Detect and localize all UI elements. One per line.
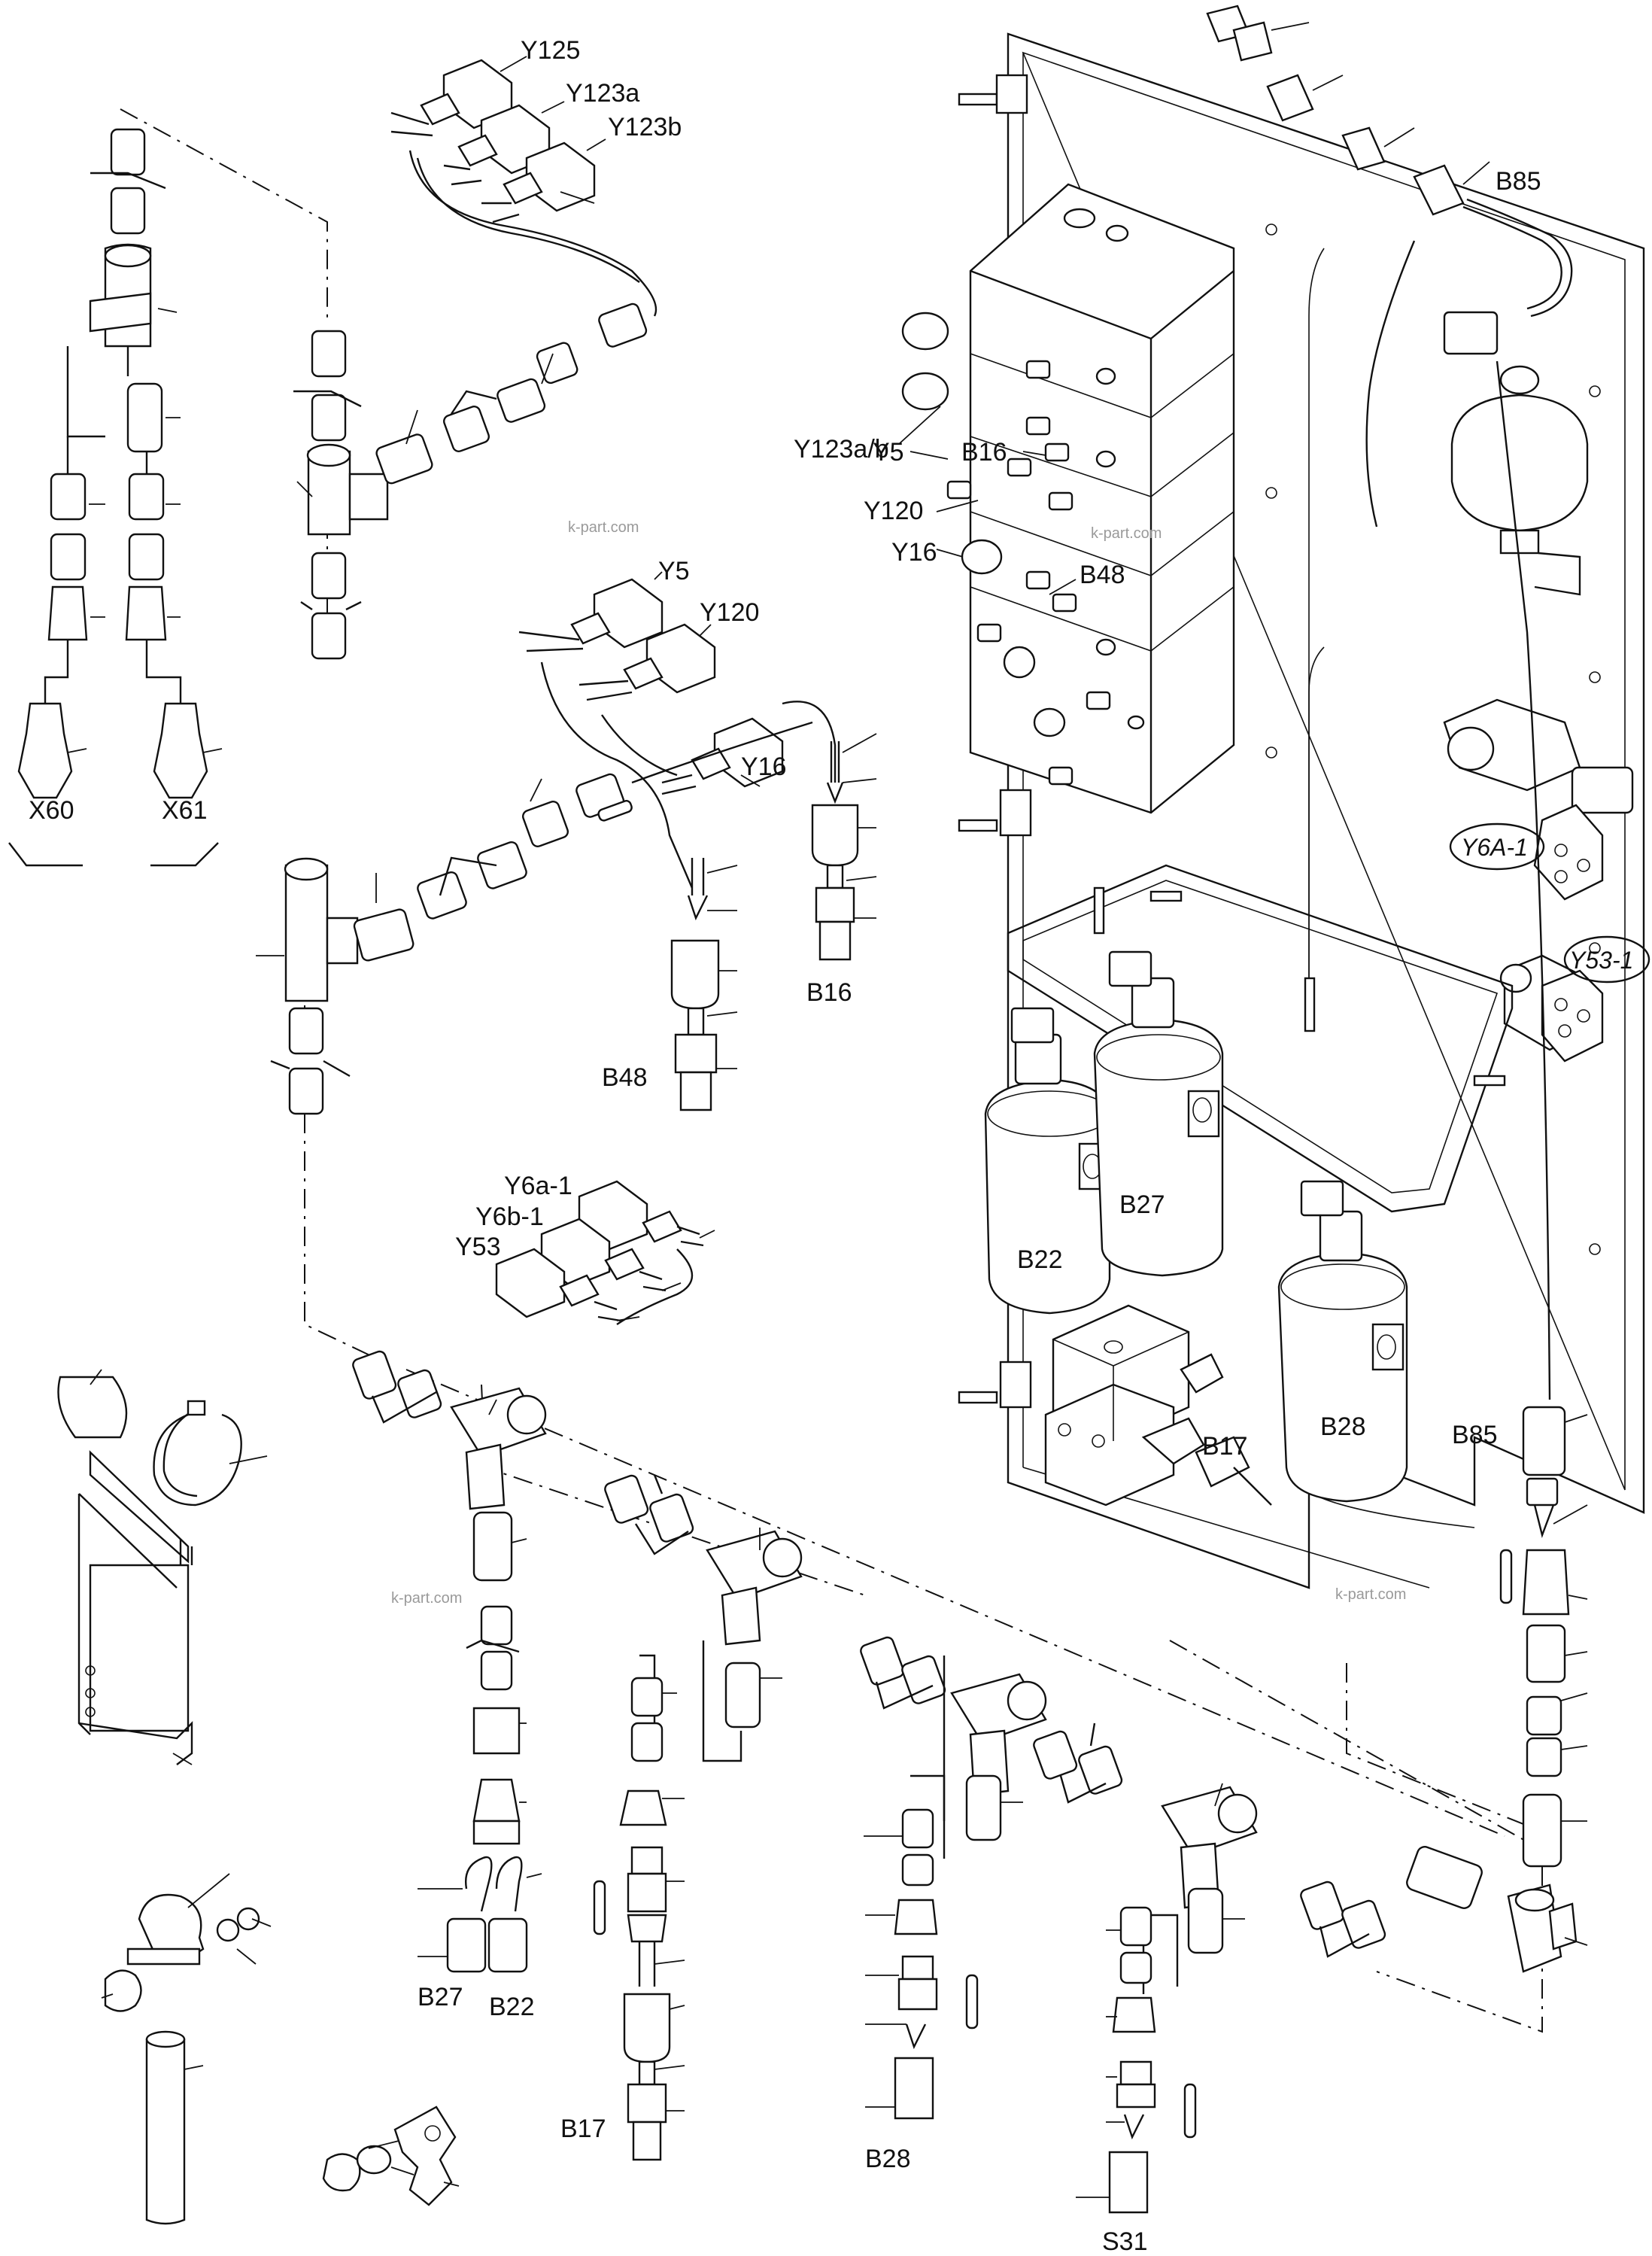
harness-curve [1365,240,1416,528]
b85-pressure-sensor: B85 [1206,5,1573,355]
label-x61: X61 [162,796,208,825]
s31-sensor-stack: S31 [1076,1887,1245,2256]
label-y5-conn: Y5 [658,557,690,585]
connector-cluster-lower: Y6a-1 Y6b-1 Y53 [455,1172,715,1325]
watermark: k-part.com [568,519,639,536]
b16-sensor: B16 [806,733,877,1007]
label-b17-block: B17 [1202,1432,1248,1461]
b27-b22-sensor-stack: B27 B22 [418,1511,542,2021]
label-b16-valve: B16 [961,438,1007,467]
watermarks: k-part.com k-part.com k-part.com k-part.… [391,519,1406,1607]
watermark: k-part.com [1335,1586,1406,1603]
b85-harness [1496,360,1551,1400]
label-b28-filter: B28 [1320,1412,1366,1441]
label-y53-conn: Y53 [455,1233,501,1261]
accumulator [1450,365,1589,596]
label-b28-bottom: B28 [865,2145,911,2173]
label-b27-filter: B27 [1119,1190,1165,1219]
valve-block-stack [901,183,1235,814]
label-y6a-1-conn: Y6a-1 [504,1172,572,1200]
label-b22-bottom: B22 [489,1993,535,2021]
b28-sensor-stack: B28 [864,1656,1023,2173]
label-b48-valve: B48 [1080,561,1125,589]
label-s31-bottom: S31 [1102,2227,1148,2256]
label-b85-top: B85 [1496,167,1541,196]
b17-sensor-stack: B17 [560,1640,782,2161]
label-b48-sensor: B48 [602,1063,648,1092]
left-fittings: X60 X61 [8,128,223,867]
y53-1-valve: Y53-1 [1499,935,1650,1063]
label-y123a: Y123a [566,79,639,108]
label-y53-1-circle: Y53-1 [1569,947,1633,974]
middle-tee-fittings [256,773,633,1115]
label-b17-bottom: B17 [560,2115,606,2143]
label-b16-sensor: B16 [806,978,852,1007]
label-y120-valve: Y120 [864,497,923,525]
b85-right-column: B85 [1452,1406,1588,1868]
filter-bracket [1007,864,1514,1213]
upper-tee-fittings [293,303,648,660]
filter-b28: B28 [1277,1180,1408,1503]
label-x60: X60 [29,796,74,825]
filter-b22: B22 [984,1007,1112,1315]
lower-diagonal-fittings [352,1350,1588,1973]
connector-cluster-middle: Y5 Y120 Y16 [518,557,837,889]
label-y16-valve: Y16 [891,538,937,567]
b17-block: B17 [1044,1304,1272,1507]
label-y123ab: Y123a/b [794,435,889,464]
label-y16-conn: Y16 [741,753,787,781]
watermark: k-part.com [1091,525,1162,542]
label-b22-filter: B22 [1017,1245,1063,1274]
y6a-1-valve: Y6A-1 [1443,698,1634,901]
filter-b27: B27 [1093,950,1224,1277]
label-y6a-1-circle: Y6A-1 [1461,834,1528,861]
accessories [57,1369,460,2225]
watermark: k-part.com [391,1590,462,1607]
label-y5-valve: Y5 [873,438,904,467]
connector-cluster-top: Y125 Y123a Y123b [390,36,682,317]
label-y6b-1-conn: Y6b-1 [475,1202,544,1231]
label-y123b: Y123b [608,113,682,141]
label-b85-right: B85 [1452,1421,1498,1449]
b48-sensor: B48 [602,858,738,1111]
label-y120-conn: Y120 [700,598,759,627]
label-y125: Y125 [521,36,580,65]
label-b27-bottom: B27 [418,1983,463,2011]
valve-labels: Y123a/b Y5 B16 Y120 Y16 B48 [794,406,1125,595]
